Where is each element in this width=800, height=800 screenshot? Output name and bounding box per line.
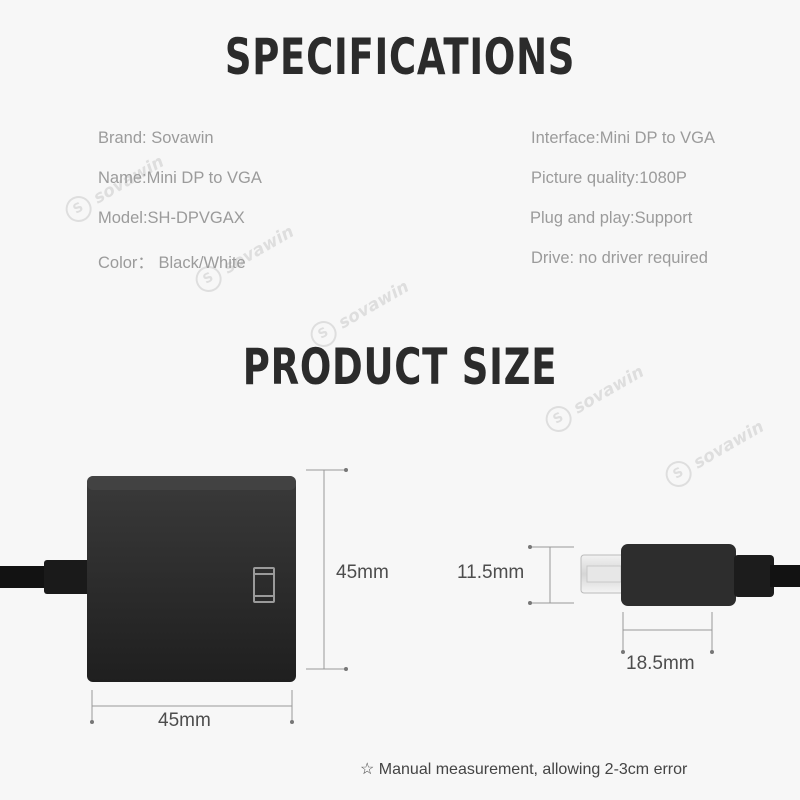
spec-brand: Brand: Sovawin — [98, 129, 214, 147]
adapter-height-label: 45mm — [336, 562, 389, 583]
adapter-height-dimension — [306, 468, 348, 671]
spec-plug-and-play: Plug and play:Support — [530, 209, 693, 227]
plug-width-dimension — [621, 612, 714, 654]
adapter-width-label: 45mm — [158, 710, 211, 731]
measurement-note: ☆ Manual measurement, allowing 2-3cm err… — [360, 761, 688, 778]
spec-interface: Interface:Mini DP to VGA — [531, 129, 716, 147]
plug-height-dimension — [528, 545, 574, 605]
mini-dp-plug — [580, 544, 800, 606]
vga-port-icon — [253, 567, 275, 603]
spec-name: Name:Mini DP to VGA — [98, 169, 262, 187]
product-size-heading: PRODUCT SIZE — [242, 338, 558, 396]
adapter-body — [87, 476, 296, 682]
spec-picture-quality: Picture quality:1080P — [531, 169, 687, 187]
adapter-cable — [0, 560, 90, 594]
spec-model: Model:SH-DPVGAX — [98, 209, 245, 227]
adapter-width-dimension — [90, 690, 294, 724]
spec-color: Color： Black/White — [98, 254, 246, 272]
spec-drive: Drive: no driver required — [531, 249, 708, 267]
plug-height-label: 11.5mm — [457, 562, 525, 583]
specifications-heading: SPECIFICATIONS — [224, 28, 576, 86]
plug-width-label: 18.5mm — [626, 653, 695, 674]
